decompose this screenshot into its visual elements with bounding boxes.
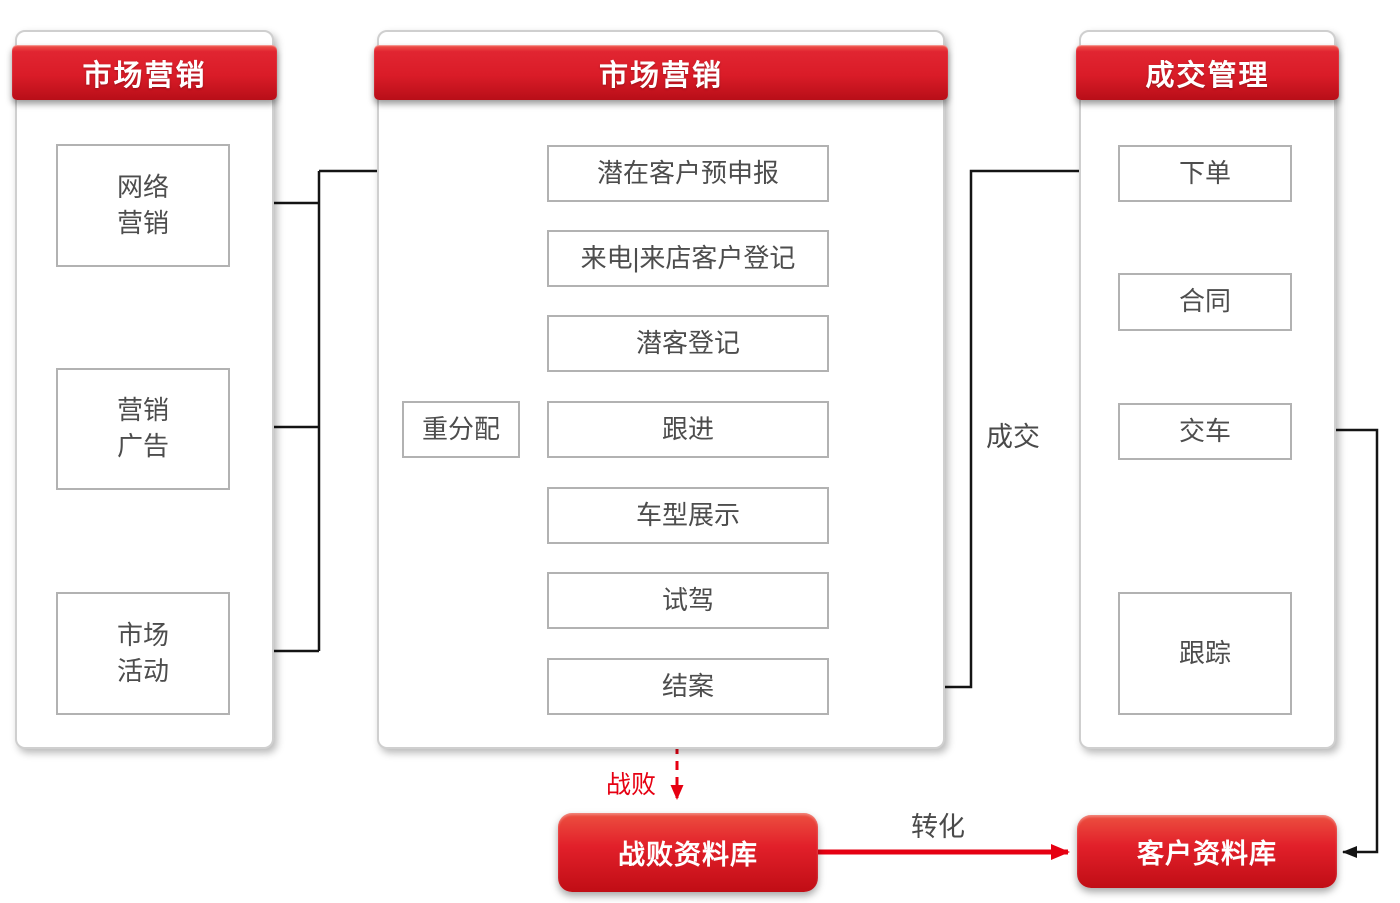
panel-marketing-process: 市场营销 潜在客户预申报 来电|来店客户登记 潜客登记 跟进 重分配 车型展示 … bbox=[374, 30, 948, 749]
customer-database-box: 客户资料库 bbox=[1077, 815, 1337, 888]
node-reassign: 重分配 bbox=[402, 401, 520, 458]
node-contract: 合同 bbox=[1118, 273, 1292, 331]
node-close-case: 结案 bbox=[547, 658, 829, 715]
lost-database-box: 战败资料库 bbox=[558, 813, 818, 892]
node-model-display: 车型展示 bbox=[547, 487, 829, 544]
panel-marketing-sources: 市场营销 网络 营销 营销 广告 市场 活动 bbox=[12, 30, 277, 749]
edge-label-lost: 战败 bbox=[606, 771, 657, 799]
node-tracking: 跟踪 bbox=[1118, 592, 1292, 715]
node-lead-register: 潜客登记 bbox=[547, 315, 829, 372]
node-marketing-ads: 营销 广告 bbox=[56, 368, 230, 490]
node-place-order: 下单 bbox=[1118, 145, 1292, 202]
node-test-drive: 试驾 bbox=[547, 572, 829, 629]
node-callin-walkin-register: 来电|来店客户登记 bbox=[547, 230, 829, 287]
panel-header-deal-management: 成交管理 bbox=[1076, 45, 1339, 100]
node-market-activities: 市场 活动 bbox=[56, 592, 230, 715]
node-network-marketing: 网络 营销 bbox=[56, 144, 230, 267]
edge-label-deal: 成交 bbox=[986, 422, 1040, 452]
panel-header-marketing-process: 市场营销 bbox=[374, 45, 948, 100]
panel-header-marketing-sources: 市场营销 bbox=[12, 45, 277, 100]
panel-deal-management: 成交管理 下单 合同 交车 跟踪 bbox=[1076, 30, 1339, 749]
edge-label-convert: 转化 bbox=[911, 812, 965, 842]
node-follow-up: 跟进 bbox=[547, 401, 829, 458]
node-car-delivery: 交车 bbox=[1118, 403, 1292, 460]
node-prospect-predeclare: 潜在客户预申报 bbox=[547, 145, 829, 202]
